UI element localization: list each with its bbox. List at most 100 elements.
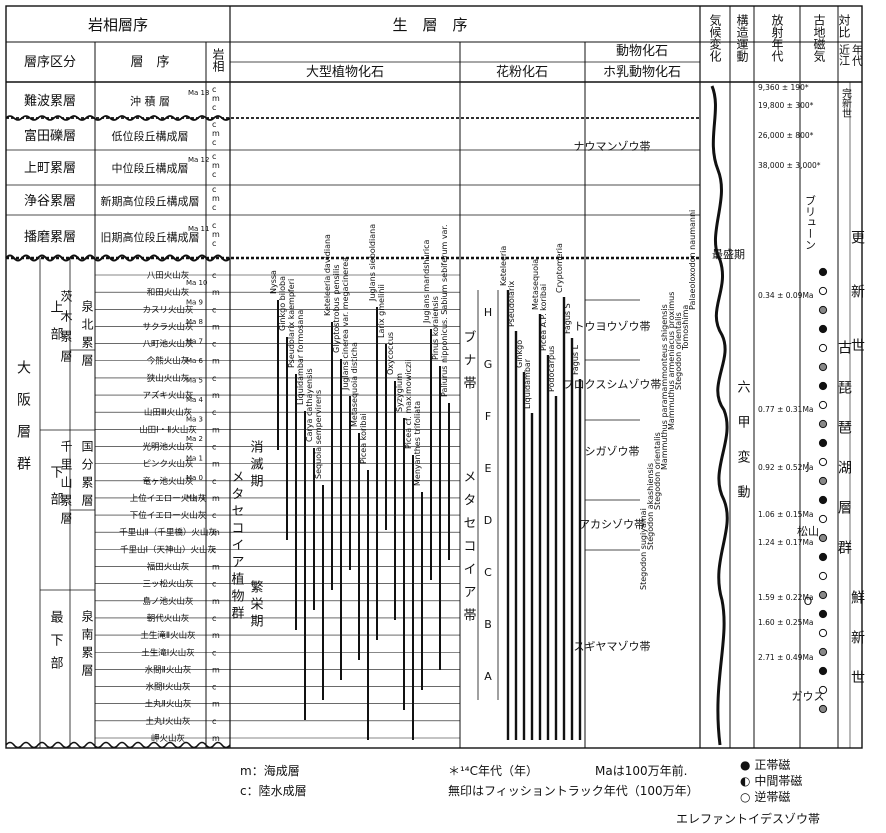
ash-layer-label: 土生滝Ⅱ火山灰 [140,630,195,641]
header-kinki: 近江 [838,44,851,66]
ma-label: Ma 0 [186,474,203,482]
tectonic-label: 六甲変動 [735,380,751,520]
pollen-taxon-label: Ginkgo [515,340,524,368]
legend-fission: 無印はフィッショントラック年代（100万年） [448,784,699,798]
mammal-zone-label: アカシゾウ帯 [579,518,645,531]
mammal-zone-label: トウヨウゾウ帯 [574,320,651,333]
pollen-zone-letter: D [484,514,492,527]
pollen-taxon-label: Pseudolarix [507,281,516,327]
ma-label: Ma -1 [186,494,206,502]
upper-unit-name: 中位段丘構成層 [112,161,189,175]
ash-facies-code: m [212,460,220,469]
legend-continental: c：陸水成層 [240,784,307,798]
ma-label: Ma 1 [186,455,203,463]
header-large-plant: 大型植物化石 [306,65,384,80]
plant-taxon-label: Juglans mandshurica [422,240,431,324]
paleomag-sample [818,552,828,562]
ash-layer-label: 島ノ池火山灰 [142,596,193,607]
ash-layer-label: サクラ火山灰 [142,321,193,332]
upper-facies-code: c [212,239,216,248]
header-sequence-div: 層序区分 [24,55,76,70]
ash-layer-label: 千里山Ⅱ（千里橋）火山灰 [119,527,217,538]
radiometric-value: 2.71 ± 0.49Ma [758,653,814,662]
ash-layer-label: 和田火山灰 [147,287,190,298]
holocene-label: 完新世 [840,87,852,118]
pliocene-label: 鮮新世 [849,590,865,710]
ash-layer-label: 土生滝Ⅰ火山灰 [141,647,195,658]
header-tectonics: 構造運動 [735,14,749,62]
pollen-band-buna: ブナ帯 [461,329,477,399]
upper-facies-code: c [212,85,216,94]
mammal-taxon-label: Stegodon orientalis [653,432,662,510]
paleomag-label: 松山 [797,524,819,538]
ash-layer-label: 土丸Ⅱ火山灰 [145,699,192,710]
ash-facies-code: m [212,734,220,743]
ash-facies-code: c [212,614,216,623]
mammal-zone-label: スギヤマゾウ帯 [574,640,651,653]
ash-facies-code: c [212,580,216,589]
ash-layer-label: 今熊火山灰 [147,356,190,367]
header-sequence: 層 序 [130,55,169,70]
upper-facies-code: c [212,120,216,129]
upper-facies-code: c [212,170,216,179]
plant-taxon-label: Paliurus nipponicus. Sabium sebiferum va… [440,224,449,397]
pollen-taxon-label: Podocarpus [547,346,556,392]
legend-elephas: エレファントイデスゾウ帯 [676,812,821,826]
pollen-zone-letter: H [484,306,492,319]
ash-layer-label: 土丸Ⅰ火山灰 [145,716,190,727]
pollen-zone-letter: C [484,566,492,579]
legend-c14: ＊¹⁴C年代（年） [448,764,539,778]
ash-layer-label: アズキ火山灰 [142,390,193,401]
header-facies: 岩相 [211,47,225,72]
header-mammal: ホ乳動物化石 [603,65,681,80]
mammal-taxon-label: Stegodon akashiensis [646,463,655,550]
pollen-zone-letter: F [485,410,491,423]
paleomag-sample [818,628,828,638]
ma-label: Ma 7 [186,338,203,346]
radiometric-value: 1.59 ± 0.22Ma [758,593,814,602]
plant-taxon-label: Juglans sieboldiana [368,224,377,302]
paleomag-label: ガウス [792,690,825,703]
mammal-zone-label: シガゾウ帯 [585,445,640,458]
kokubu-label: 国分累層 [80,440,94,512]
upper-facies-code: c [212,203,216,212]
plant-taxon-label: Nyssa [269,270,278,294]
header-animal: 動物化石 [616,44,668,59]
paleomag-sample [818,267,828,277]
plant-taxon-label: Oxycoccus [386,332,395,375]
plant-taxon-label: Picea koribai [359,413,368,464]
paleomag-label: J [805,460,809,473]
mammal-taxon-label: Palaeoloxodon naumanni [688,210,697,310]
radiometric-value: 19,800 ± 300* [758,101,814,110]
upper-unit-name: 旧期高位段丘構成層 [101,230,200,244]
ash-facies-code: c [212,545,216,554]
plant-taxon-label: Pseudolarix kaempferi [287,279,296,368]
plant-taxon-label: Juglans cinerea var. megacinerea [341,257,350,391]
normal-mag-icon: ● [740,758,751,772]
ash-layer-label: 水間Ⅰ火山灰 [145,682,190,693]
plant-taxon-label: Sequoia sempervirens [314,390,323,479]
osaka-lower-label: 下部 [48,465,64,519]
paleomag-sample [818,400,828,410]
legend-marine: m：海成層 [240,764,300,778]
ma-label: Ma 8 [186,318,203,326]
paleomag-sample [818,305,828,315]
pollen-taxon-label: Fagus L [571,344,580,375]
legend-reverse-text: 逆帯磁 [754,790,791,804]
plant-taxon-label: Menyanthes trifoliata [413,401,422,486]
ash-facies-code: c [212,305,216,314]
ash-facies-code: m [212,425,220,434]
upper-facies-code: m [212,194,220,203]
pollen-zone-letter: A [484,670,492,683]
paleomag-sample [818,476,828,486]
ash-facies-code: m [212,631,220,640]
header-pollen: 花粉化石 [496,64,548,80]
paleomag-sample [818,704,828,714]
intermediate-mag-icon: ◐ [740,774,751,788]
plant-taxon-label: Carya cathayensis [305,368,314,442]
upper-facies-code: m [212,129,220,138]
pollen-band-metasequoia: メタセコイア帯 [461,470,477,631]
mammal-taxon-label: Stegodon orientalis [674,312,683,390]
ash-layer-label: 千里山Ⅰ（天神山）火山灰 [120,544,216,555]
